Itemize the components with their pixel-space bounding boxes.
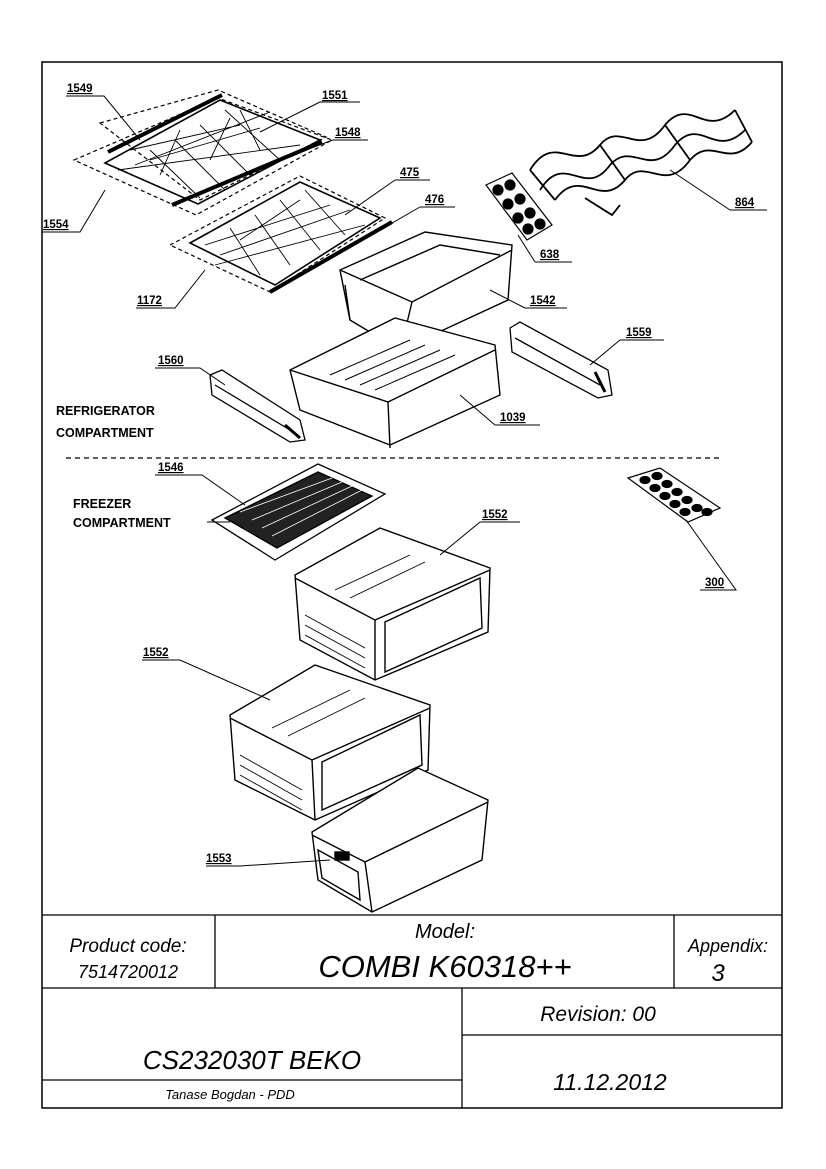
ice-tray — [626, 467, 722, 523]
label-1551: 1551 — [322, 90, 348, 102]
fridge-bin — [339, 231, 513, 353]
appendix-label: Appendix: — [687, 936, 768, 956]
label-1553: 1553 — [206, 853, 232, 865]
label-638: 638 — [540, 249, 560, 261]
compartment-captions: REFRIGERATOR COMPARTMENT FREEZER COMPART… — [56, 404, 171, 530]
label-1554: 1554 — [43, 219, 69, 231]
freezer-caption-line1: FREEZER — [73, 497, 131, 511]
revision: Revision: 00 — [540, 1003, 656, 1026]
author: Tanase Bogdan - PDD — [165, 1087, 295, 1102]
refrigerator-caption-line2: COMPARTMENT — [56, 426, 154, 440]
left-side-profile — [209, 369, 306, 443]
product-code-value: 7514720012 — [78, 962, 178, 982]
label-1172: 1172 — [137, 295, 162, 307]
label-475: 475 — [400, 167, 420, 179]
title-block — [42, 914, 782, 1108]
drawing-frame — [41, 61, 783, 1109]
label-864: 864 — [735, 197, 755, 209]
upper-glass-shelf — [72, 89, 334, 216]
appendix-value: 3 — [711, 960, 725, 987]
freezer-drawer-middle — [229, 664, 431, 821]
leader-lines — [42, 95, 767, 867]
label-476: 476 — [425, 194, 444, 206]
label-1546: 1546 — [158, 462, 184, 474]
lower-glass-shelf — [168, 175, 393, 294]
label-1552-middle: 1552 — [143, 647, 169, 659]
model-label: Model: — [415, 921, 475, 943]
label-1549: 1549 — [67, 83, 93, 95]
label-1560: 1560 — [158, 355, 184, 367]
crisper-drawer — [289, 317, 501, 449]
date: 11.12.2012 — [553, 1069, 667, 1095]
product-code-label: Product code: — [69, 936, 186, 957]
label-1552-upper: 1552 — [482, 509, 508, 521]
freezer-drawer-upper — [294, 527, 491, 681]
right-side-profile — [509, 321, 613, 399]
model-value: COMBI K60318++ — [318, 949, 571, 984]
drawing-name: CS232030T BEKO — [143, 1045, 361, 1075]
label-1542: 1542 — [530, 295, 556, 307]
part-labels: 1549 1551 1548 1554 475 476 1172 864 638… — [43, 83, 755, 865]
freezer-grid-shelf — [210, 463, 387, 561]
refrigerator-caption-line1: REFRIGERATOR — [56, 404, 155, 418]
freezer-caption-line2: COMPARTMENT — [73, 516, 171, 530]
label-1559: 1559 — [626, 327, 652, 339]
freezer-drawer-bottom — [311, 767, 489, 913]
label-1548: 1548 — [335, 127, 361, 139]
label-300: 300 — [705, 577, 724, 589]
label-1039: 1039 — [500, 412, 526, 424]
wine-rack — [529, 109, 753, 217]
egg-tray — [485, 172, 553, 241]
